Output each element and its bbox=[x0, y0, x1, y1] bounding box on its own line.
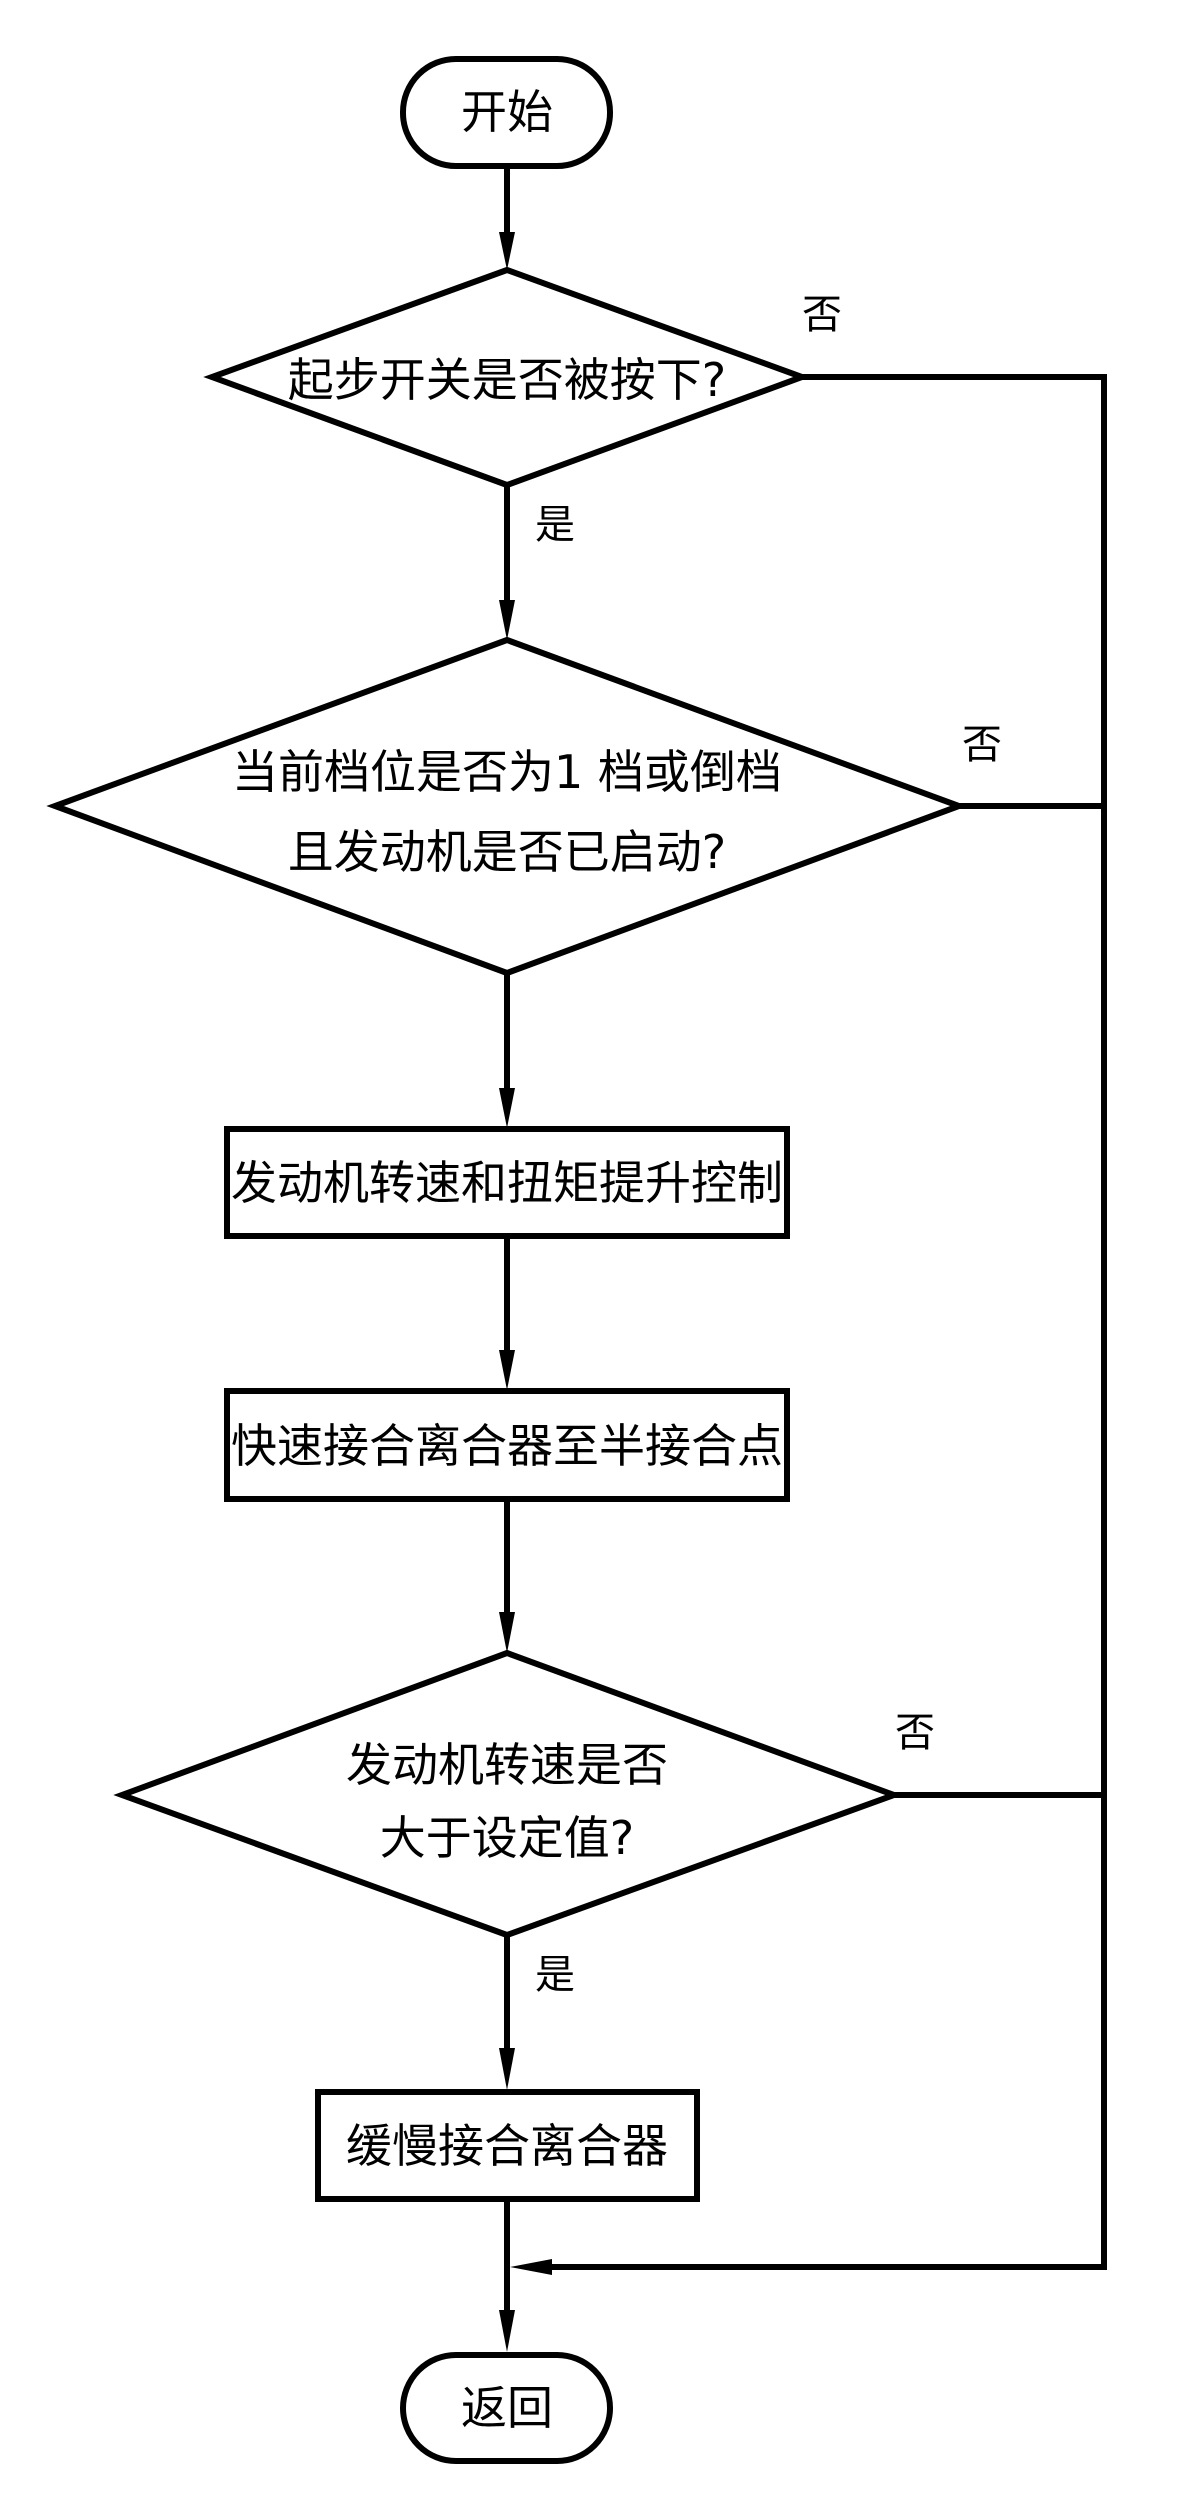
arrowhead-d1 bbox=[499, 232, 515, 270]
edge-label-yes-3: 是 bbox=[535, 1952, 575, 1998]
process-engine-boost: 发动机转速和扭矩提升控制 bbox=[224, 1126, 790, 1239]
arrowhead-d3 bbox=[499, 1612, 515, 1653]
end-terminal: 返回 bbox=[400, 2352, 613, 2464]
connectors bbox=[499, 166, 1107, 2352]
decision-2-label-line-1: 当前档位是否为1 档或倒档 bbox=[232, 745, 782, 799]
edge-label-no-1: 否 bbox=[802, 292, 842, 338]
decision-1-shape bbox=[203, 266, 811, 489]
edge-right-rail-return bbox=[540, 374, 1107, 2270]
process-fast-engage: 快速接合离合器至半接合点 bbox=[224, 1388, 790, 1502]
arrowhead-d2 bbox=[499, 600, 515, 640]
process-slow-engage: 缓慢接合离合器 bbox=[315, 2089, 700, 2202]
decision-2-shape bbox=[46, 636, 968, 977]
decision-3-label-line-2: 大于设定值? bbox=[380, 1811, 634, 1865]
arrowhead-end bbox=[499, 2310, 515, 2352]
decision-1-label: 起步开关是否被按下? bbox=[288, 353, 726, 407]
decision-3-shape bbox=[113, 1649, 903, 1939]
start-terminal: 开始 bbox=[400, 56, 613, 169]
process-1-label: 发动机转速和扭矩提升控制 bbox=[231, 1156, 783, 1210]
arrowhead-box1 bbox=[499, 1088, 515, 1128]
decision-engine-speed: 发动机转速是否 大于设定值? bbox=[113, 1649, 903, 1939]
process-3-shape bbox=[315, 2089, 700, 2202]
decision-start-switch: 起步开关是否被按下? bbox=[203, 266, 811, 489]
end-shape bbox=[400, 2352, 613, 2464]
process-1-shape bbox=[224, 1126, 790, 1239]
arrowhead-box3 bbox=[499, 2048, 515, 2090]
edge-label-no-2: 否 bbox=[962, 722, 1002, 768]
process-2-label: 快速接合离合器至半接合点 bbox=[231, 1419, 783, 1473]
start-label: 开始 bbox=[461, 85, 553, 139]
decision-2-label-line-2: 且发动机是否已启动? bbox=[288, 825, 726, 879]
decision-gear-engine: 当前档位是否为1 档或倒档 且发动机是否已启动? bbox=[46, 636, 968, 977]
process-2-shape bbox=[224, 1388, 790, 1502]
edge-label-no-3: 否 bbox=[895, 1710, 935, 1756]
process-3-label: 缓慢接合离合器 bbox=[346, 2119, 668, 2173]
arrowhead-return bbox=[510, 2259, 552, 2275]
edge-label-yes-1: 是 bbox=[535, 502, 575, 548]
decision-3-label-line-1: 发动机转速是否 bbox=[346, 1738, 668, 1792]
arrowhead-box2 bbox=[499, 1350, 515, 1390]
end-label: 返回 bbox=[461, 2381, 553, 2435]
